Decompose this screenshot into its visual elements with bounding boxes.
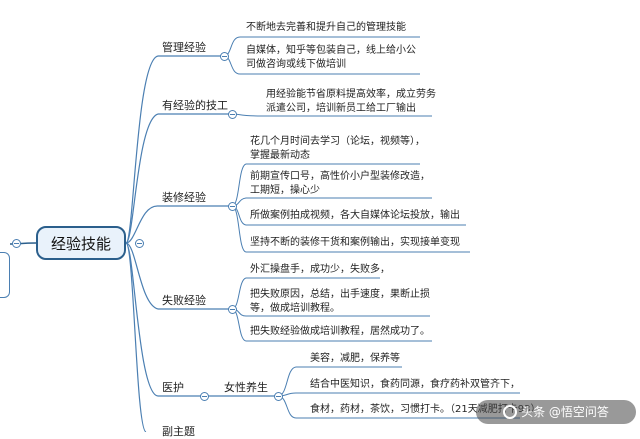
collapse-toggle-icon[interactable]: [220, 52, 229, 61]
root-node[interactable]: 经验技能: [36, 226, 126, 260]
branch-failure[interactable]: 失败经验: [162, 294, 206, 307]
branch-skilled-worker[interactable]: 有经验的技工: [162, 99, 228, 112]
leaf-node[interactable]: 不断地去完善和提升自己的管理技能: [246, 22, 406, 33]
parent-node-fragment: [0, 252, 10, 298]
sub-branch-womens-health[interactable]: 女性养生: [224, 381, 268, 394]
collapse-toggle-icon[interactable]: [274, 392, 283, 401]
collapse-toggle-icon[interactable]: [228, 110, 237, 119]
collapse-toggle-icon[interactable]: [12, 239, 21, 248]
leaf-node[interactable]: 结合中医知识，食药同源，食疗药补双管齐下，: [310, 379, 520, 390]
root-node-label: 经验技能: [50, 234, 111, 253]
branch-medical[interactable]: 医护: [162, 381, 184, 394]
branch-management[interactable]: 管理经验: [162, 41, 206, 54]
leaf-node[interactable]: 美容，减肥，保养等: [310, 353, 400, 364]
collapse-toggle-icon[interactable]: [135, 239, 144, 248]
collapse-toggle-icon[interactable]: [200, 392, 209, 401]
watermark-text: 头条 @悟空问答: [521, 405, 609, 419]
leaf-node[interactable]: 把失败经验做成培训教程，居然成功了。: [250, 326, 430, 337]
leaf-node[interactable]: 外汇操盘手，成功少，失败多，: [250, 264, 390, 275]
watermark: 头条 @悟空问答: [476, 400, 636, 424]
leaf-node[interactable]: 把失败原因，总结，出手速度，果断止损等，做成培训教程。: [250, 289, 430, 314]
branch-decoration[interactable]: 装修经验: [162, 191, 206, 204]
leaf-node[interactable]: 花几个月时间去学习（论坛，视频等），掌握最新动态: [250, 136, 425, 161]
leaf-node[interactable]: 用经验能节省原料提高效率，成立劳务派遣公司，培训新员工给工厂输出: [266, 89, 436, 114]
leaf-node[interactable]: 自媒体，知乎等包装自己，线上给小公司做咨询或线下做培训: [246, 45, 416, 70]
leaf-node[interactable]: 坚持不断的装修干货和案例输出，实现接单变现: [250, 237, 460, 248]
watermark-logo-icon: [503, 405, 518, 419]
leaf-node[interactable]: 食材，药材，茶饮，习惯打卡。（21天减肥打卡93）: [310, 404, 541, 415]
collapse-toggle-icon[interactable]: [228, 202, 237, 211]
leaf-node[interactable]: 所做案例拍成视频，各大自媒体论坛投放，输出: [250, 210, 460, 221]
leaf-node[interactable]: 前期宣传口号，高性价小户型装修改造，工期短，操心少: [250, 171, 430, 196]
collapse-toggle-icon[interactable]: [228, 305, 237, 314]
